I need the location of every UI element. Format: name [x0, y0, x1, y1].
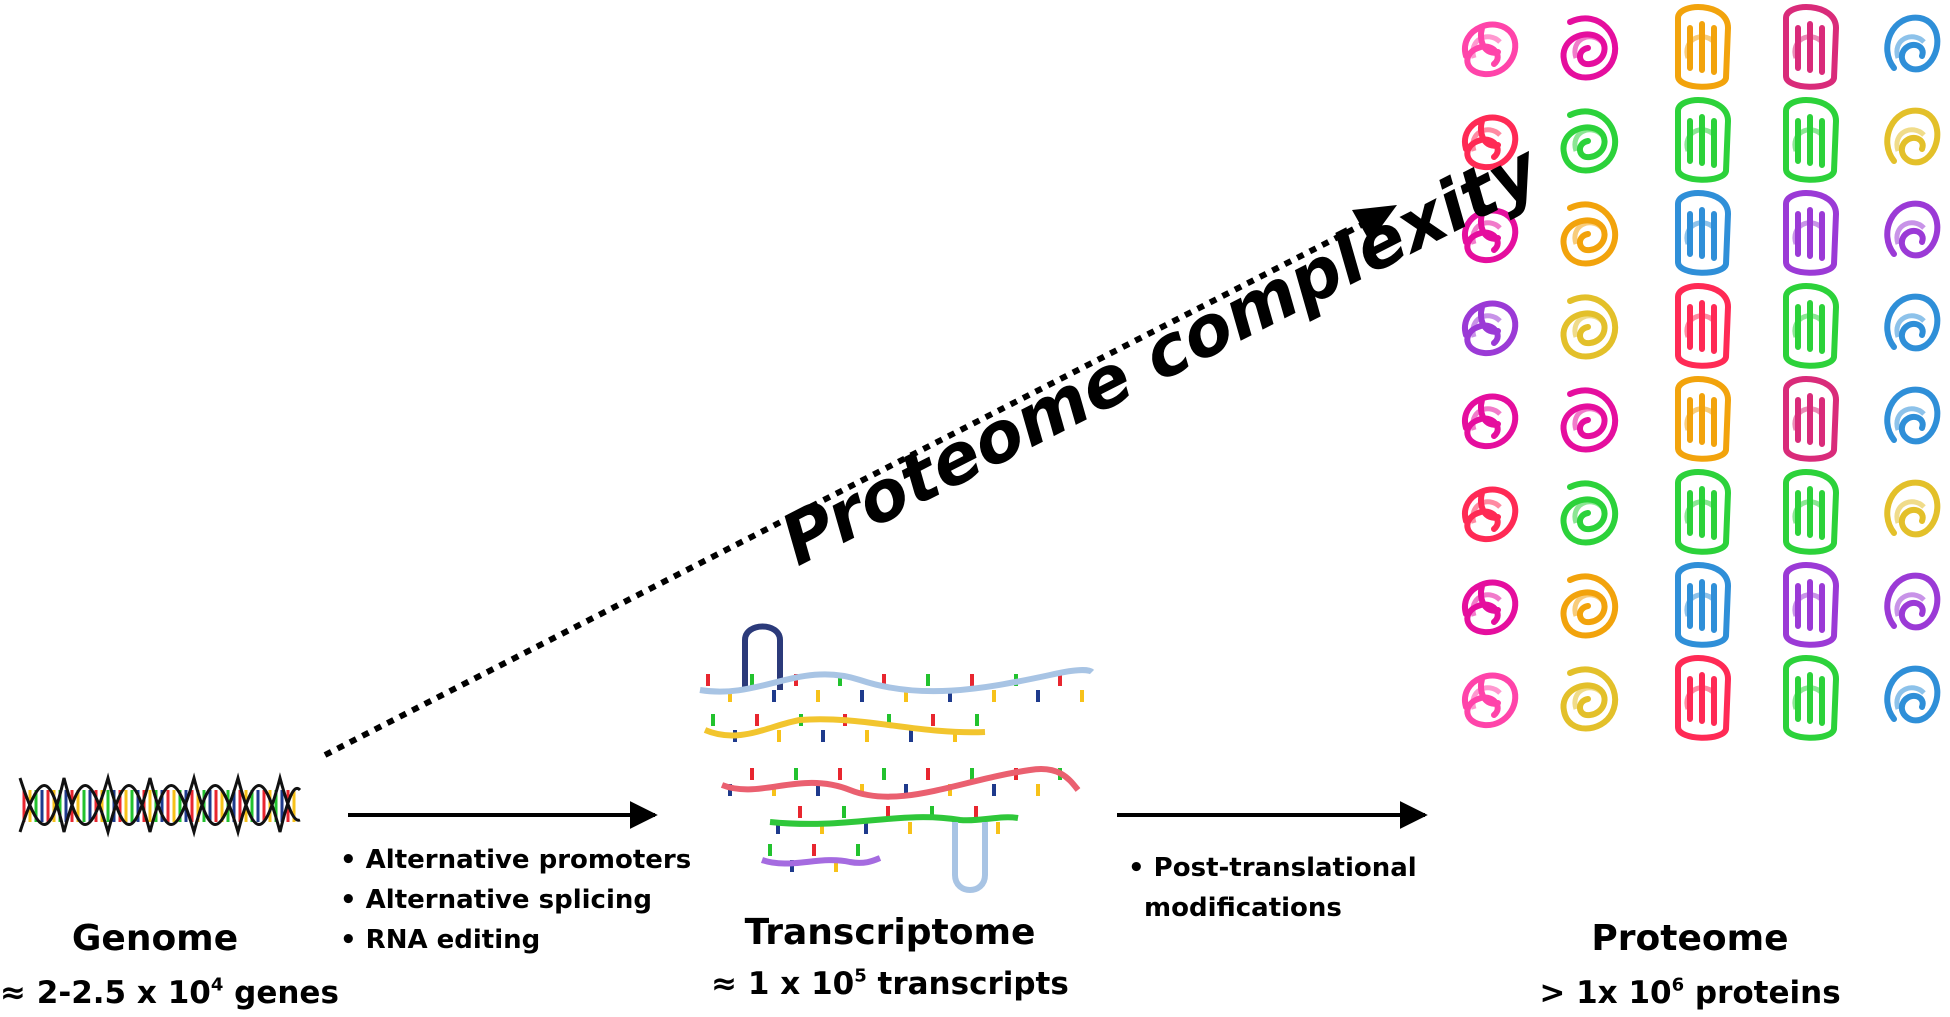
dna-strand-a — [18, 784, 302, 838]
protein-icon — [1884, 665, 1941, 724]
protein-icon — [1560, 201, 1619, 267]
protein-icon — [1783, 190, 1840, 276]
protein-icon — [1675, 283, 1732, 369]
protein-icon — [1783, 4, 1840, 90]
protein-icon — [1461, 672, 1519, 729]
bullet-alternative-splicing: • Alternative splicing — [340, 885, 652, 915]
complexity-arrow — [323, 210, 1387, 758]
protein-icon — [1783, 283, 1840, 369]
protein-icon — [1461, 393, 1519, 450]
protein-icon — [1675, 4, 1732, 90]
protein-icon — [1461, 114, 1519, 171]
protein-icon — [1884, 479, 1941, 538]
protein-icon — [1884, 293, 1941, 352]
rna-strand-5 — [760, 855, 882, 867]
protein-icon — [1783, 562, 1840, 648]
protein-icon — [1560, 15, 1619, 81]
genome-count: ≈ 2-2.5 x 104 genes — [0, 974, 339, 1011]
proteome-title: Proteome — [1591, 918, 1789, 959]
rna-strand-3 — [720, 766, 1081, 800]
protein-icon — [1884, 572, 1941, 631]
protein-icon — [1560, 573, 1619, 639]
bullet-modifications: modifications — [1144, 893, 1342, 923]
protein-icon — [1461, 21, 1519, 78]
protein-icon — [1560, 666, 1619, 732]
protein-icon — [1884, 386, 1941, 445]
protein-icon — [1675, 655, 1732, 741]
transcriptome-count: ≈ 1 x 105 transcripts — [711, 965, 1069, 1002]
protein-icon — [1783, 469, 1840, 555]
dna-helix-icon — [18, 772, 302, 838]
rna-transcripts-icon — [699, 623, 1095, 893]
protein-icon — [1783, 376, 1840, 462]
protein-icon — [1461, 300, 1519, 357]
protein-icon — [1461, 579, 1519, 636]
protein-icon — [1884, 14, 1941, 73]
bullet-alternative-promoters: • Alternative promoters — [340, 845, 692, 875]
bullet-post-translational: • Post-translational — [1128, 853, 1417, 883]
rna-strand-4 — [769, 814, 1019, 827]
protein-icon — [1461, 207, 1519, 264]
protein-icon — [1884, 107, 1941, 166]
protein-icon — [1560, 294, 1619, 360]
protein-icon — [1675, 97, 1732, 183]
dna-strand-b — [18, 772, 301, 826]
protein-icon — [1675, 190, 1732, 276]
protein-icon — [1560, 108, 1619, 174]
protein-icon — [1783, 655, 1840, 741]
protein-icon — [1560, 480, 1619, 546]
genome-title: Genome — [71, 918, 239, 959]
complexity-arrowhead-icon — [1352, 205, 1397, 242]
protein-icon — [1783, 97, 1840, 183]
ptm-list: • Post-translational modifications — [1128, 848, 1417, 928]
protein-icon — [1675, 469, 1732, 555]
rna-strand-2 — [703, 716, 986, 739]
proteome-count: > 1x 106 proteins — [1539, 974, 1841, 1011]
rna-strand-1 — [699, 667, 1095, 695]
rna-hairpin-2 — [952, 822, 988, 893]
bullet-rna-editing: • RNA editing — [340, 925, 541, 955]
protein-icon — [1675, 562, 1732, 648]
protein-icon — [1461, 486, 1519, 543]
protein-icon — [1560, 387, 1619, 453]
rna-processing-list: • Alternative promoters • Alternative sp… — [340, 840, 691, 960]
protein-icon — [1884, 200, 1941, 259]
protein-icon — [1675, 376, 1732, 462]
transcriptome-title: Transcriptome — [744, 912, 1036, 953]
protein-grid — [1461, 4, 1941, 741]
rna-hairpin-1 — [742, 623, 783, 690]
